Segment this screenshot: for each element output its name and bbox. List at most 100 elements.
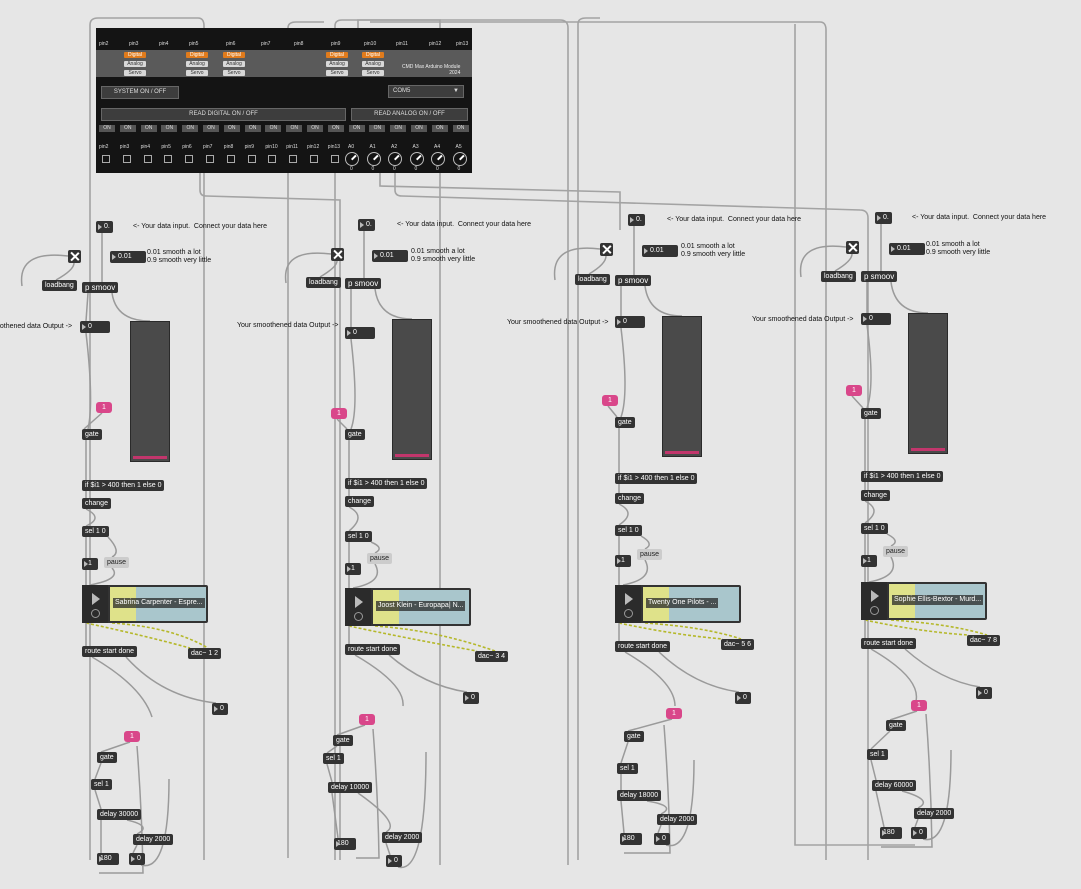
gate-object[interactable]: gate [82, 429, 102, 440]
servo-mode-toggle[interactable]: Servo [186, 70, 208, 76]
analog-dial[interactable] [388, 152, 402, 166]
on-toggle[interactable]: ON [140, 125, 157, 132]
data-input-number[interactable]: 0. [628, 214, 645, 226]
sel-1-0-object[interactable]: sel 1 0 [82, 526, 109, 537]
delay-object[interactable]: delay 30000 [97, 809, 142, 820]
digital-mode-toggle[interactable]: Digital [186, 52, 208, 58]
output-number[interactable]: 0 [615, 316, 645, 328]
toggle-button[interactable]: 1 [331, 408, 347, 419]
zero-number[interactable]: 0 [735, 692, 751, 704]
on-toggle[interactable]: ON [203, 125, 219, 132]
delay-2000-object[interactable]: delay 2000 [133, 834, 174, 845]
sel-1-object[interactable]: sel 1 [323, 753, 344, 764]
message-one[interactable]: 1 [345, 563, 361, 575]
on-toggle[interactable]: ON [286, 125, 303, 132]
servo-mode-toggle[interactable]: Servo [326, 70, 348, 76]
on-toggle[interactable]: ON [244, 125, 261, 132]
servo-mode-toggle[interactable]: Servo [362, 70, 384, 76]
toggle-button[interactable]: 1 [602, 395, 618, 406]
digital-mode-toggle[interactable]: Digital [223, 52, 245, 58]
analog-mode-toggle[interactable]: Analog [362, 61, 384, 67]
loadbang-object[interactable]: loadbang [42, 280, 77, 291]
gate-object[interactable]: gate [345, 429, 365, 440]
waveform[interactable]: Twenty One Pilots - ... [643, 587, 739, 621]
gate-object[interactable]: gate [861, 408, 881, 419]
value-slider[interactable] [130, 321, 170, 462]
digital-pin-checkbox[interactable] [226, 155, 235, 163]
route-start-done-object[interactable]: route start done [615, 641, 671, 652]
pause-message[interactable]: pause [637, 549, 663, 560]
sel-1-object[interactable]: sel 1 [91, 779, 112, 790]
audio-player[interactable]: Sabrina Carpenter - Espre... [82, 585, 208, 623]
on-toggle[interactable]: ON [161, 125, 178, 132]
data-input-number[interactable]: 0. [358, 219, 375, 231]
digital-pin-checkbox[interactable] [247, 155, 256, 163]
if-expression-object[interactable]: if $i1 > 400 then 1 else 0 [82, 480, 165, 491]
loop-icon[interactable] [91, 609, 100, 618]
on-toggle[interactable]: ON [265, 125, 282, 132]
sel-1-0-object[interactable]: sel 1 0 [615, 525, 642, 536]
serial-port-dropdown[interactable]: COM5▼ [388, 85, 464, 98]
value-slider[interactable] [392, 319, 432, 460]
digital-pin-checkbox[interactable] [143, 155, 152, 163]
change-object[interactable]: change [861, 490, 890, 501]
loop-icon[interactable] [624, 609, 633, 618]
route-start-done-object[interactable]: route start done [861, 638, 917, 649]
sel-1-object[interactable]: sel 1 [867, 749, 888, 760]
analog-dial[interactable] [366, 152, 381, 166]
p-smoov-object[interactable]: p smoov [615, 275, 652, 286]
digital-pin-checkbox[interactable] [289, 155, 298, 163]
delay-2000-object[interactable]: delay 2000 [914, 808, 955, 819]
delay-2000-object[interactable]: delay 2000 [657, 814, 698, 825]
audio-player[interactable]: Twenty One Pilots - ... [615, 585, 741, 623]
output-number[interactable]: 0 [80, 321, 110, 333]
zero-number[interactable]: 0 [129, 853, 145, 865]
on-toggle[interactable]: ON [182, 125, 199, 132]
pause-message[interactable]: pause [367, 553, 393, 564]
loadbang-object[interactable]: loadbang [306, 277, 341, 288]
toggle-button[interactable]: 1 [124, 731, 140, 742]
read-analog-button[interactable]: READ ANALOG ON / OFF [351, 108, 468, 121]
zero-number[interactable]: 0 [911, 827, 927, 839]
on-toggle[interactable]: ON [411, 125, 427, 132]
play-icon[interactable] [625, 593, 633, 605]
number-180[interactable]: 180 [97, 853, 119, 865]
message-one[interactable]: 1 [861, 555, 877, 567]
loadbang-object[interactable]: loadbang [575, 274, 610, 285]
message-one[interactable]: 1 [82, 558, 98, 570]
gate-object[interactable]: gate [886, 720, 906, 731]
value-slider[interactable] [662, 316, 702, 457]
p-smoov-object[interactable]: p smoov [345, 278, 382, 289]
digital-pin-checkbox[interactable] [164, 155, 173, 163]
if-expression-object[interactable]: if $i1 > 400 then 1 else 0 [861, 471, 944, 482]
analog-mode-toggle[interactable]: Analog [186, 61, 208, 67]
delay-object[interactable]: delay 18000 [617, 790, 662, 801]
toggle-button[interactable]: 1 [846, 385, 862, 396]
if-expression-object[interactable]: if $i1 > 400 then 1 else 0 [345, 478, 428, 489]
digital-pin-checkbox[interactable] [310, 155, 318, 163]
analog-mode-toggle[interactable]: Analog [223, 61, 245, 67]
sel-1-0-object[interactable]: sel 1 0 [345, 531, 372, 542]
on-toggle[interactable]: ON [223, 125, 240, 132]
gate-object[interactable]: gate [624, 731, 644, 742]
p-smoov-object[interactable]: p smoov [861, 271, 898, 282]
message-one[interactable]: 1 [615, 555, 631, 567]
digital-mode-toggle[interactable]: Digital [124, 52, 146, 58]
digital-pin-checkbox[interactable] [185, 155, 194, 163]
dac-object[interactable]: dac~ 5 6 [721, 639, 755, 650]
toggle-button[interactable]: 1 [96, 402, 112, 413]
delay-object[interactable]: delay 10000 [328, 782, 373, 793]
digital-mode-toggle[interactable]: Digital [362, 52, 384, 58]
digital-pin-checkbox[interactable] [122, 155, 131, 163]
p-smoov-object[interactable]: p smoov [82, 282, 119, 293]
waveform[interactable]: Joost Klein - Europapa| N... [373, 590, 469, 624]
analog-dial[interactable] [345, 152, 359, 166]
zero-number[interactable]: 0 [654, 833, 670, 845]
bang-button[interactable] [600, 243, 613, 256]
sel-1-object[interactable]: sel 1 [617, 763, 638, 774]
number-180[interactable]: 180 [880, 827, 902, 839]
route-start-done-object[interactable]: route start done [345, 644, 401, 655]
zero-number[interactable]: 0 [386, 855, 402, 867]
digital-mode-toggle[interactable]: Digital [326, 52, 348, 58]
analog-dial[interactable] [409, 152, 424, 166]
